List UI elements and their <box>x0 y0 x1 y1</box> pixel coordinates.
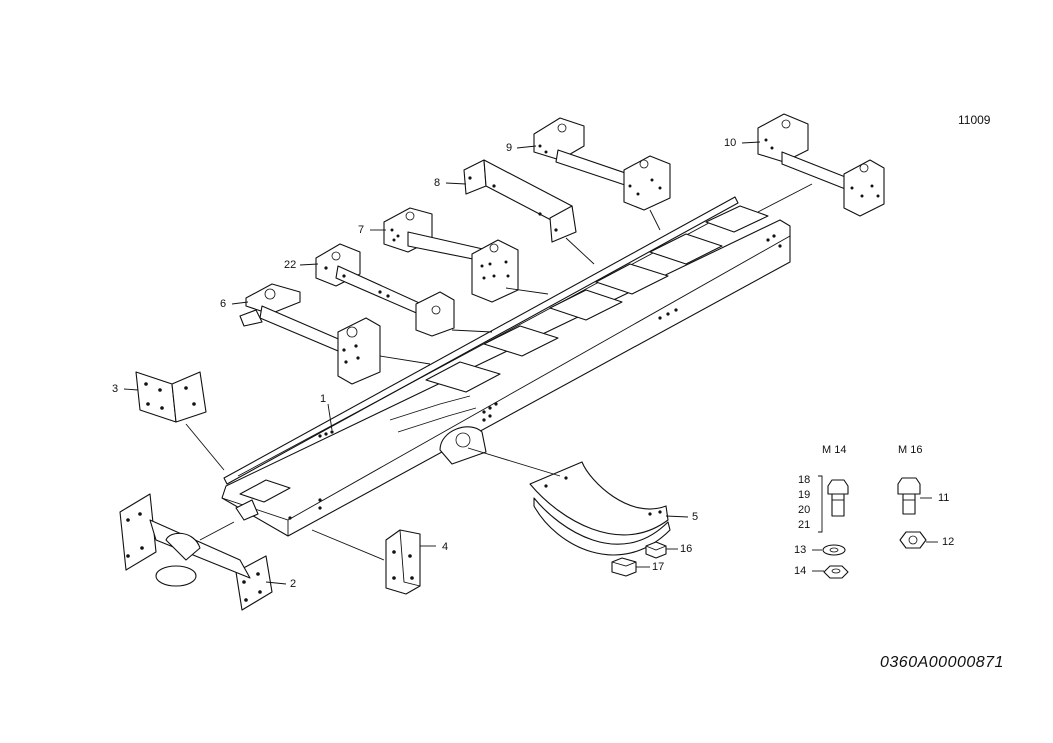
callout-9: 9 <box>506 142 513 154</box>
callout-6: 6 <box>220 298 227 310</box>
callout-12: 12 <box>942 536 955 548</box>
nut-12 <box>899 531 927 549</box>
spacer-block-17 <box>611 557 637 577</box>
front-crossmember-assembly <box>119 493 273 611</box>
bracket-4 <box>385 529 421 595</box>
thread-size-m14: M 14 <box>822 444 847 456</box>
crossmember-10 <box>757 113 885 217</box>
bolt-m14 <box>827 479 849 517</box>
callout-5: 5 <box>692 511 699 523</box>
crossmember-8 <box>463 159 577 243</box>
washer-13 <box>822 544 846 556</box>
callout-22: 22 <box>284 259 297 271</box>
callout-19: 19 <box>798 489 811 501</box>
callout-4: 4 <box>442 541 449 553</box>
callout-7: 7 <box>358 224 365 236</box>
callout-21: 21 <box>798 519 811 531</box>
crossmember-7 <box>383 207 519 303</box>
crossmember-9 <box>533 117 671 211</box>
leader-lines <box>123 141 938 585</box>
callout-17: 17 <box>652 561 665 573</box>
callout-11: 11 <box>938 492 950 504</box>
callout-10: 10 <box>724 137 737 149</box>
crossmember-22 <box>315 243 455 337</box>
bolt-m16 <box>897 477 921 515</box>
bracket-3 <box>135 371 207 423</box>
callout-20: 20 <box>798 504 811 516</box>
crossmember-6 <box>239 283 381 385</box>
callout-1: 1 <box>320 393 327 405</box>
cradle-5 <box>529 461 671 556</box>
callout-18: 18 <box>798 474 811 486</box>
callout-14: 14 <box>794 565 807 577</box>
spacer-block-16 <box>645 541 667 559</box>
thread-size-m16: M 16 <box>898 444 923 456</box>
hardware-bracket <box>818 475 823 533</box>
drawing-code: 0360A00000871 <box>880 654 1004 671</box>
callout-8: 8 <box>434 177 441 189</box>
nut-14 <box>823 565 849 579</box>
callout-3: 3 <box>112 383 119 395</box>
callout-2: 2 <box>290 578 297 590</box>
chassis-frame <box>221 196 791 537</box>
callout-16: 16 <box>680 543 693 555</box>
callout-13: 13 <box>794 544 807 556</box>
reference-number: 11009 <box>958 113 991 127</box>
